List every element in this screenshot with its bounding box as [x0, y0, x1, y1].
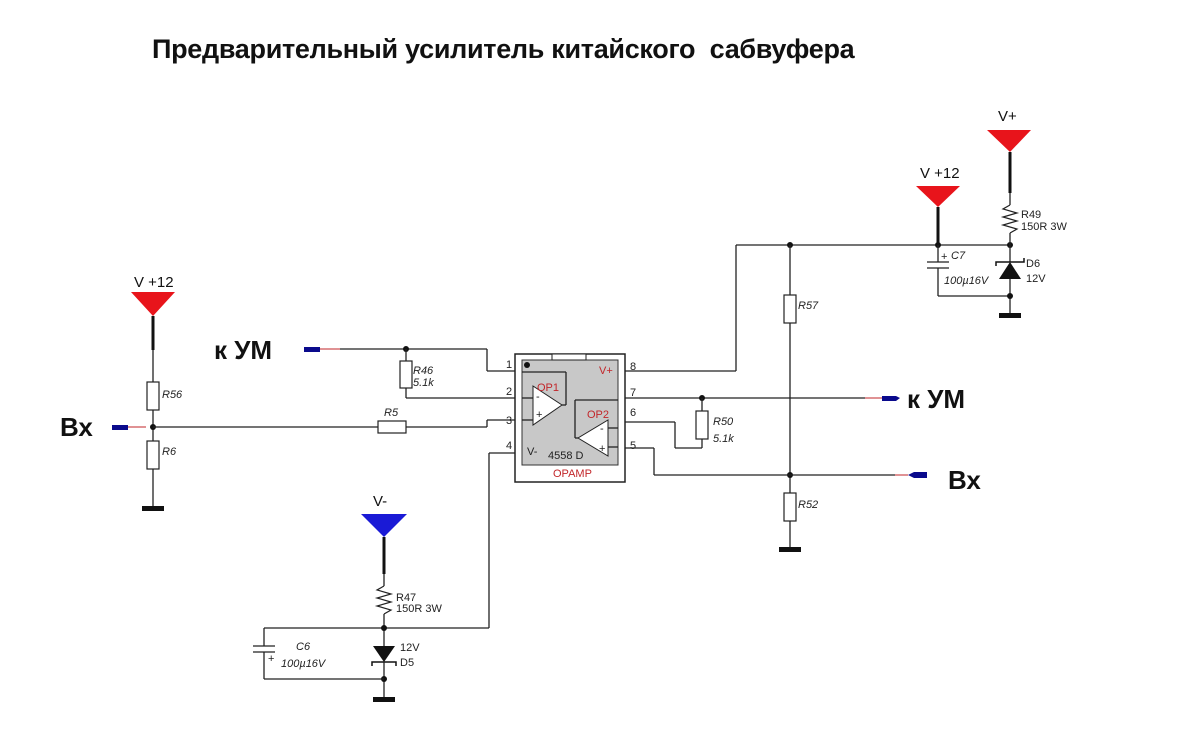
- output-right-label: к УМ: [907, 384, 965, 414]
- pin-2: 2: [506, 386, 512, 398]
- D6-value: 12V: [1026, 273, 1046, 285]
- svg-text:+: +: [599, 443, 605, 455]
- svg-text:+: +: [941, 251, 947, 263]
- input-right-label: Вх: [948, 465, 981, 495]
- D5-label: D5: [400, 657, 414, 669]
- R47-value: 150R 3W: [396, 603, 442, 615]
- D5-value: 12V: [400, 642, 420, 654]
- zener-diode-D5: [373, 646, 395, 662]
- ic-type-label: OPAMP: [553, 468, 592, 480]
- input-left-label: Вх: [60, 412, 93, 442]
- resistor-R57: [783, 294, 797, 324]
- power-vplus12-right: V +12: [916, 165, 960, 245]
- output-left-label: к УМ: [214, 335, 272, 365]
- R50-label: R50: [713, 416, 734, 428]
- ic-vplus-label: V+: [599, 365, 613, 377]
- C6-value: 100µ16V: [281, 658, 327, 670]
- pin-4: 4: [506, 440, 512, 452]
- R52-label: R52: [798, 499, 818, 511]
- op1-triangle-icon: [532, 385, 563, 426]
- R6-label: R6: [162, 446, 177, 458]
- resistor-R56: [146, 381, 160, 411]
- power-triangle-icon: [361, 514, 407, 537]
- power-vplus12-left: V +12: [131, 274, 175, 350]
- power-vminus: V-: [361, 493, 407, 574]
- svg-text:+: +: [536, 409, 542, 421]
- ground-icon: [779, 547, 801, 552]
- power-triangle-icon: [916, 186, 960, 207]
- resistor-R46: [399, 360, 413, 389]
- R5-label: R5: [384, 407, 399, 419]
- ground-icon: [142, 506, 164, 511]
- svg-text:-: -: [600, 423, 604, 435]
- C7-label: C7: [951, 250, 966, 262]
- zener-diode-D6: [999, 262, 1021, 279]
- R46-label: R46: [413, 365, 434, 377]
- power-vplus: V+: [987, 108, 1031, 193]
- pin-5: 5: [630, 440, 636, 452]
- resistor-R49: [1000, 204, 1020, 234]
- ic-part-label: 4558 D: [548, 450, 584, 462]
- R46-value: 5.1k: [413, 377, 434, 389]
- R56-label: R56: [162, 389, 183, 401]
- op2-triangle-icon: [577, 419, 609, 457]
- resistor-R52: [783, 492, 797, 522]
- input-port-right[interactable]: [908, 472, 927, 478]
- C6-label: C6: [296, 641, 311, 653]
- D6-label: D6: [1026, 258, 1040, 270]
- ic-4558: - + OP1 - + OP2 V+ V- 4558 D OPAMP 1 2 3…: [506, 353, 636, 483]
- svg-text:-: -: [536, 391, 540, 403]
- C7-value: 100µ16V: [944, 275, 990, 287]
- diagram-title: Предварительный усилитель китайского саб…: [152, 34, 855, 64]
- R50-value: 5.1k: [713, 433, 734, 445]
- R57-label: R57: [798, 300, 819, 312]
- pin-3: 3: [506, 415, 512, 427]
- vplus12-right-label: V +12: [920, 165, 960, 182]
- svg-text:+: +: [268, 653, 274, 665]
- pin-6: 6: [630, 407, 636, 419]
- power-triangle-icon: [987, 130, 1031, 152]
- op1-label: OP1: [537, 382, 559, 394]
- power-triangle-icon: [131, 292, 175, 316]
- vminus-label: V-: [373, 493, 387, 510]
- R47-label: R47: [396, 592, 416, 604]
- resistor-R5: [377, 420, 407, 434]
- output-port-right[interactable]: [882, 396, 900, 401]
- op2-label: OP2: [587, 409, 609, 421]
- pin-8: 8: [630, 361, 636, 373]
- R49-label: R49: [1021, 209, 1041, 221]
- pin-7: 7: [630, 387, 636, 399]
- ground-icon: [373, 697, 395, 702]
- vplus-label: V+: [998, 108, 1017, 125]
- resistor-R50: [695, 410, 709, 440]
- ic-vminus-label: V-: [527, 446, 538, 458]
- ground-icon: [999, 313, 1021, 318]
- resistor-R47: [374, 585, 394, 615]
- R49-value: 150R 3W: [1021, 221, 1067, 233]
- pin-1: 1: [506, 359, 512, 371]
- input-port-left[interactable]: [112, 425, 128, 430]
- resistor-R6: [146, 440, 160, 470]
- output-port-left[interactable]: [304, 347, 320, 352]
- vplus12-left-label: V +12: [134, 274, 174, 291]
